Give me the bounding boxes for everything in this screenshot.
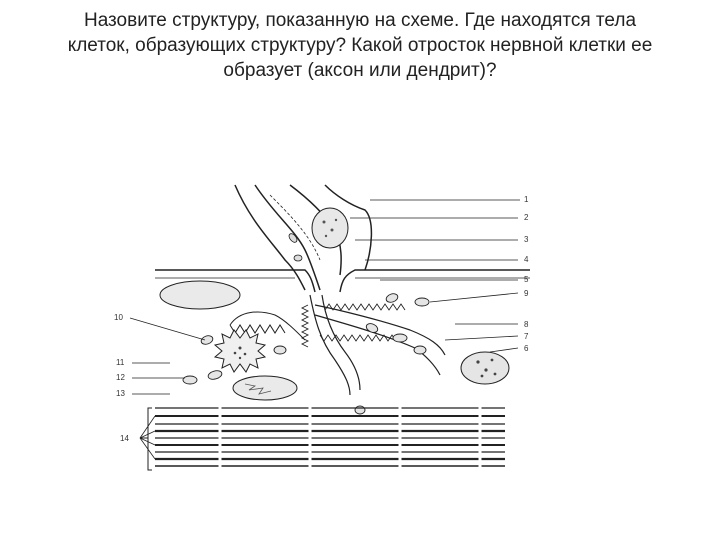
label-3: 3 [524,235,529,244]
label-5: 5 [524,275,529,284]
label-13: 13 [116,389,125,398]
muscle-nucleus-right [460,351,510,385]
question-line-1: Назовите структуру, показанную на схеме.… [83,10,637,31]
label-7: 7 [524,332,529,341]
label-11: 11 [116,358,125,367]
synaptic-folds-left [229,311,306,341]
sarcolemma [155,269,530,293]
muscle-nucleus-lower [232,375,298,401]
leader-lines-left [129,317,206,395]
central-branch [309,294,361,396]
mitochondria [182,293,430,415]
label-2: 2 [524,213,529,222]
label-14: 14 [120,434,129,443]
myofibril-bracket [140,407,152,471]
label-6: 6 [524,344,529,353]
synaptic-folds-right [314,304,446,376]
myofibrils [155,406,505,470]
label-8: 8 [524,320,529,329]
label-12: 12 [116,373,125,382]
muscle-nucleus-left [159,280,241,310]
question-text: Назовите структуру, показанную на схеме.… [20,8,700,83]
label-9: 9 [524,289,529,298]
leader-lines-right [350,199,520,353]
synapse-diagram: 1 2 3 4 5 9 8 7 6 10 11 12 13 14 [114,184,530,471]
label-10: 10 [114,313,123,322]
label-1: 1 [524,195,529,204]
question-line-2: клеток, образующих структуру? Какой отро… [67,35,653,56]
label-4: 4 [524,255,529,264]
question-line-3: образует (аксон или дендрит)? [223,60,497,81]
terminal-sole-nucleus [213,329,267,373]
schwann-nucleus [311,207,349,249]
nerve-fiber [234,184,373,291]
